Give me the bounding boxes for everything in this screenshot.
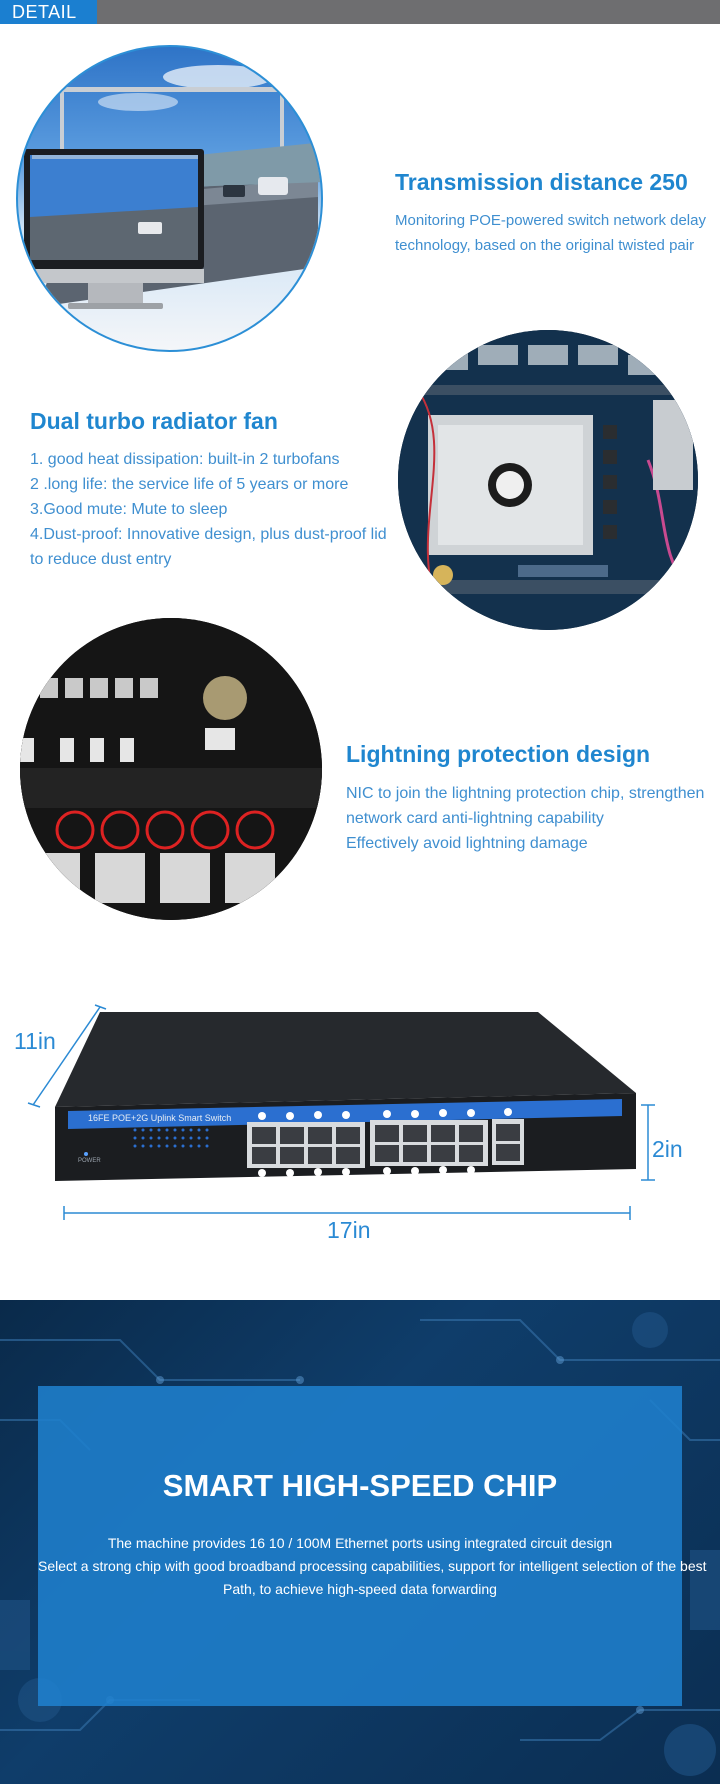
lightning-text: NIC to join the lightning protection chi… xyxy=(346,781,704,856)
depth-dimension-line xyxy=(32,1006,101,1106)
port-closeup-illustration xyxy=(20,618,322,920)
chip-text: The machine provides 16 10 / 100M Ethern… xyxy=(38,1532,707,1601)
monitor-highway-image xyxy=(16,45,323,352)
power-label: POWER xyxy=(78,1158,101,1164)
fan-line: 3.Good mute: Mute to sleep xyxy=(30,501,228,518)
transmission-title: Transmission distance 250 xyxy=(395,169,688,195)
circuit-board-image xyxy=(398,330,698,630)
switch-top xyxy=(55,1012,636,1107)
fan-text: 1. good heat dissipation: built-in 2 tur… xyxy=(30,447,387,572)
port-group-2 xyxy=(370,1120,488,1166)
circuit-background-illustration xyxy=(0,1312,720,1776)
circuit-board-illustration xyxy=(398,330,698,630)
highway-illustration xyxy=(24,65,321,309)
uplink-ports xyxy=(492,1119,524,1165)
transmission-text: Monitoring POE-powered switch network de… xyxy=(395,208,706,258)
port-group-1 xyxy=(247,1122,365,1168)
lightning-line: NIC to join the lightning protection chi… xyxy=(346,785,705,802)
fan-line: 2 .long life: the service life of 5 year… xyxy=(30,476,349,493)
header-bar xyxy=(0,0,720,24)
port-number-labels xyxy=(258,1108,512,1120)
lightning-line: Effectively avoid lightning damage xyxy=(346,835,588,852)
fan-line: 4.Dust-proof: Innovative design, plus du… xyxy=(30,526,387,543)
chip-line: Path, to achieve high-speed data forward… xyxy=(223,1581,497,1597)
chip-line: Select a strong chip with good broadband… xyxy=(38,1558,707,1574)
lightning-line: network card anti-lightning capability xyxy=(346,810,604,827)
switch-dimension-diagram: 16FE POE+2G Uplink Smart Switch POWER xyxy=(27,1004,655,1220)
chip-title: SMART HIGH-SPEED CHIP xyxy=(162,1468,558,1503)
lightning-title: Lightning protection design xyxy=(346,741,651,767)
chip-info-box: SMART HIGH-SPEED CHIP The machine provid… xyxy=(38,1386,707,1706)
switch-panel-label: 16FE POE+2G Uplink Smart Switch xyxy=(88,1113,231,1123)
transmission-line: Monitoring POE-powered switch network de… xyxy=(395,212,706,229)
depth-label: 11in xyxy=(14,1028,56,1054)
detail-tag: DETAIL xyxy=(0,0,97,24)
transmission-line: technology, based on the original twiste… xyxy=(395,237,695,254)
fan-line: 1. good heat dissipation: built-in 2 tur… xyxy=(30,451,340,468)
height-label: 2in xyxy=(652,1136,683,1162)
lightning-chip-image xyxy=(20,618,322,920)
fan-title: Dual turbo radiator fan xyxy=(30,408,278,434)
width-label: 17in xyxy=(327,1217,371,1243)
fan-line: to reduce dust entry xyxy=(30,551,172,568)
chip-line: The machine provides 16 10 / 100M Ethern… xyxy=(107,1535,613,1551)
